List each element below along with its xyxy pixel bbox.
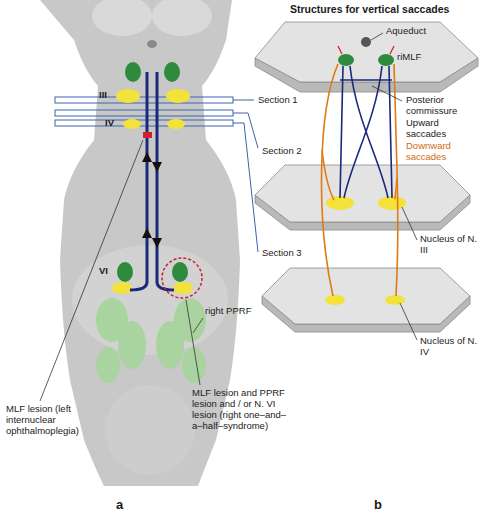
oculomotor-nucleus (125, 62, 141, 82)
structure-label: Aqueduct (386, 26, 456, 37)
upward-pathway (340, 79, 392, 81)
nucleus-iii (326, 196, 406, 210)
slice (255, 165, 470, 222)
direction-arrow (152, 162, 162, 172)
oculomotor-nucleus (116, 62, 190, 103)
leader-line (371, 33, 417, 340)
section-band (55, 97, 233, 126)
downward-pathway (322, 64, 338, 296)
lesion-mark (143, 132, 152, 138)
pathway-label: Upward saccades (406, 118, 472, 140)
mlf-tract (146, 72, 149, 282)
panel-letter: a (116, 498, 136, 513)
section-leader (233, 100, 254, 101)
nucleus-label: IV (105, 118, 125, 129)
abducens-nucleus (117, 262, 133, 282)
oculomotor-nucleus (166, 89, 190, 103)
mlf-tract (130, 72, 174, 290)
slice (255, 22, 478, 82)
brainstem (92, 0, 152, 36)
upward-pathway (389, 66, 392, 198)
abducens-nucleus (172, 262, 188, 282)
panel-title: Structures for vertical saccades (290, 3, 482, 15)
brainstem (147, 40, 157, 48)
nucleus-iv (385, 295, 405, 305)
abducens-nucleus (112, 282, 132, 294)
structure-label: right PPRF (205, 306, 265, 317)
upward-pathway (350, 66, 388, 198)
structure-label: Nucleus of N. IV (420, 336, 482, 358)
leader-line (186, 300, 200, 385)
nucleus-label: VI (99, 266, 119, 277)
pprf-region (118, 321, 146, 369)
riMLF-arrow (338, 46, 394, 54)
nucleus-iv (325, 295, 405, 305)
aqueduct (361, 37, 371, 47)
lesion-label: MLF lesion (left internuclear ophthalmop… (6, 404, 104, 437)
oculomotor-nucleus (164, 62, 180, 82)
brainstem (152, 0, 212, 36)
leader-line (40, 140, 203, 401)
leader-line (372, 86, 402, 101)
slice (255, 22, 478, 332)
structure-label: Posterior commissure (406, 95, 478, 117)
structure-label: riMLF (397, 52, 447, 63)
downward-pathway (322, 64, 398, 296)
pprf-region (156, 321, 184, 369)
section-band (55, 97, 233, 103)
mlf-tract (156, 72, 159, 282)
downward-pathway (395, 178, 397, 199)
nucleus-iv (325, 295, 345, 305)
rimlf-nucleus (338, 54, 394, 66)
oculomotor-nucleus (116, 89, 140, 103)
brainstem (105, 385, 195, 475)
section-band (55, 120, 233, 126)
direction-arrow (142, 152, 162, 248)
slice (262, 268, 470, 324)
pprf-region (96, 298, 206, 383)
lesion-circle (162, 258, 202, 298)
panel-letter: b (374, 498, 394, 513)
section-leader (233, 113, 258, 148)
abducens-nucleus (173, 282, 193, 294)
leader-line (402, 207, 417, 240)
direction-arrow (142, 152, 152, 162)
leader-line (400, 303, 417, 340)
upward-pathway (340, 66, 343, 198)
direction-arrow (152, 238, 162, 248)
section-leader (233, 123, 258, 252)
nucleus-iii (378, 196, 406, 210)
trochlear-nucleus (123, 119, 185, 129)
upward-pathway (340, 66, 392, 198)
riMLF-arrow (390, 46, 394, 54)
section-label: Section 2 (262, 146, 332, 157)
trochlear-nucleus (123, 119, 141, 129)
section-band (55, 110, 233, 116)
riMLF-arrow (338, 46, 342, 54)
pathway-label: Downward saccades (406, 141, 472, 163)
nucleus-label: III (99, 90, 119, 101)
downward-pathway (322, 150, 334, 200)
trochlear-nucleus (167, 119, 185, 129)
upward-pathway (344, 66, 382, 198)
rimlf-nucleus (338, 54, 354, 66)
leader-line (40, 140, 143, 401)
abducens-nucleus (112, 262, 193, 294)
section-label: Section 1 (258, 95, 328, 106)
section-label: Section 3 (262, 248, 332, 259)
leader-line (371, 33, 383, 40)
pprf-region (96, 347, 120, 383)
direction-arrow (142, 228, 152, 238)
leader-line (193, 318, 203, 333)
lesion-label: MLF lesion and PPRF lesion and / or N. V… (192, 388, 296, 432)
nucleus-iii (326, 196, 354, 210)
structure-label: Nucleus of N. III (420, 234, 482, 256)
mlf-tract (130, 282, 147, 290)
pprf-region (182, 347, 206, 383)
section-leader (233, 100, 258, 252)
rimlf-nucleus (378, 54, 394, 66)
